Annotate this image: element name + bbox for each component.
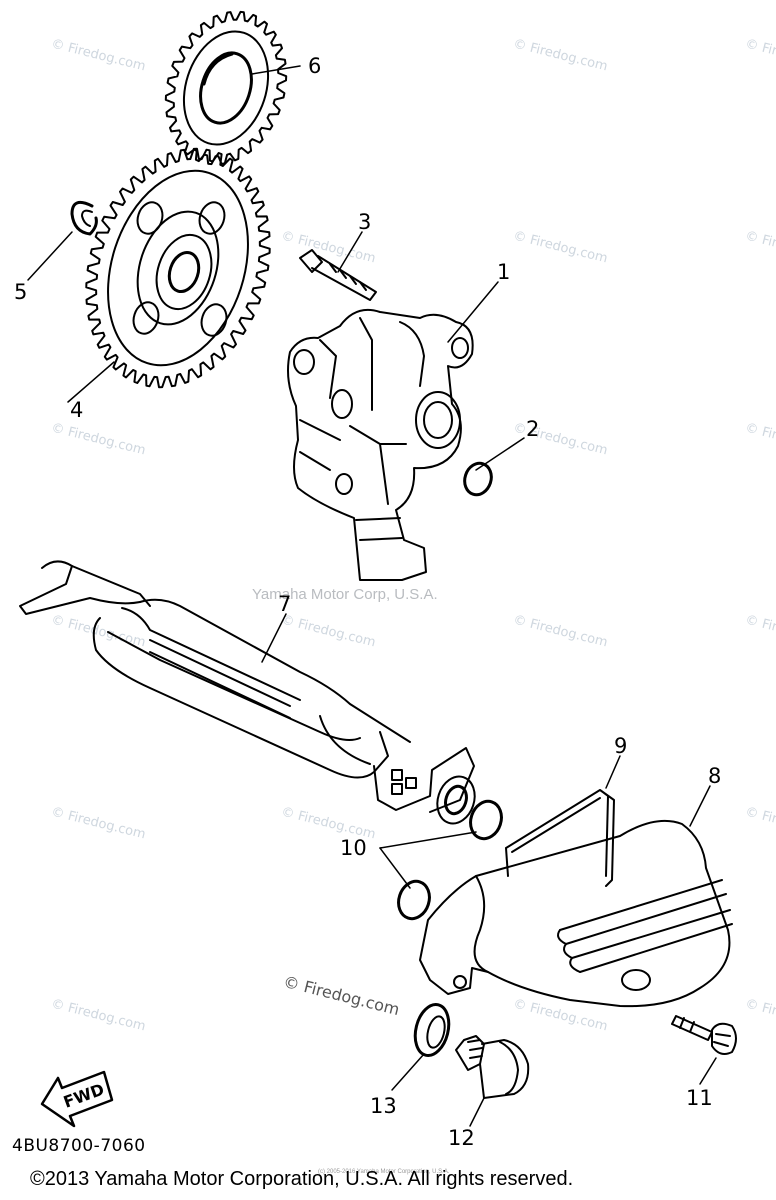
part-7-oil-strainer xyxy=(19,560,476,825)
part-9-gasket xyxy=(505,789,615,887)
watermark-small-copyright: (c) 2005-2016 Yamaha Motor Corporation, … xyxy=(318,1169,450,1175)
callout-9: 9 xyxy=(614,734,628,758)
part-11-bolt xyxy=(671,1015,737,1055)
callout-2: 2 xyxy=(526,417,540,441)
part-6-drive-gear xyxy=(164,10,288,166)
part-13-gasket-washer xyxy=(413,1002,451,1058)
part-2-o-ring xyxy=(463,461,493,497)
callout-4: 4 xyxy=(70,398,84,422)
fwd-label: FWD xyxy=(61,1080,107,1112)
callout-13: 13 xyxy=(370,1094,397,1118)
part-12-drain-plug xyxy=(455,1035,530,1099)
gear-teeth xyxy=(85,147,271,389)
fwd-arrow-icon: FWD xyxy=(40,1070,114,1128)
part-5-circlip xyxy=(70,200,98,236)
part-4-driven-gear xyxy=(85,147,271,389)
part-1-oil-pump xyxy=(287,308,474,581)
copyright-notice: ©2013 Yamaha Motor Corporation, U.S.A. A… xyxy=(30,1168,574,1190)
callout-8: 8 xyxy=(708,764,722,788)
callout-1: 1 xyxy=(497,260,511,284)
callout-12: 12 xyxy=(448,1126,475,1150)
part-8-oil-cover xyxy=(419,819,733,1008)
callout-5: 5 xyxy=(14,280,28,304)
leader-lines xyxy=(27,65,717,1127)
gear-teeth xyxy=(164,10,288,166)
part-10-o-ring-a xyxy=(469,799,503,841)
callout-3: 3 xyxy=(358,210,372,234)
watermark-yamaha: Yamaha Motor Corp, U.S.A. xyxy=(252,586,438,603)
diagram-part-code: 4BU8700-7060 xyxy=(12,1136,146,1156)
part-10-o-ring-b xyxy=(397,879,431,921)
callout-10: 10 xyxy=(340,836,367,860)
callout-11: 11 xyxy=(686,1086,713,1110)
callout-6: 6 xyxy=(308,54,322,78)
callout-7: 7 xyxy=(278,592,292,616)
part-3-screw xyxy=(299,249,377,301)
